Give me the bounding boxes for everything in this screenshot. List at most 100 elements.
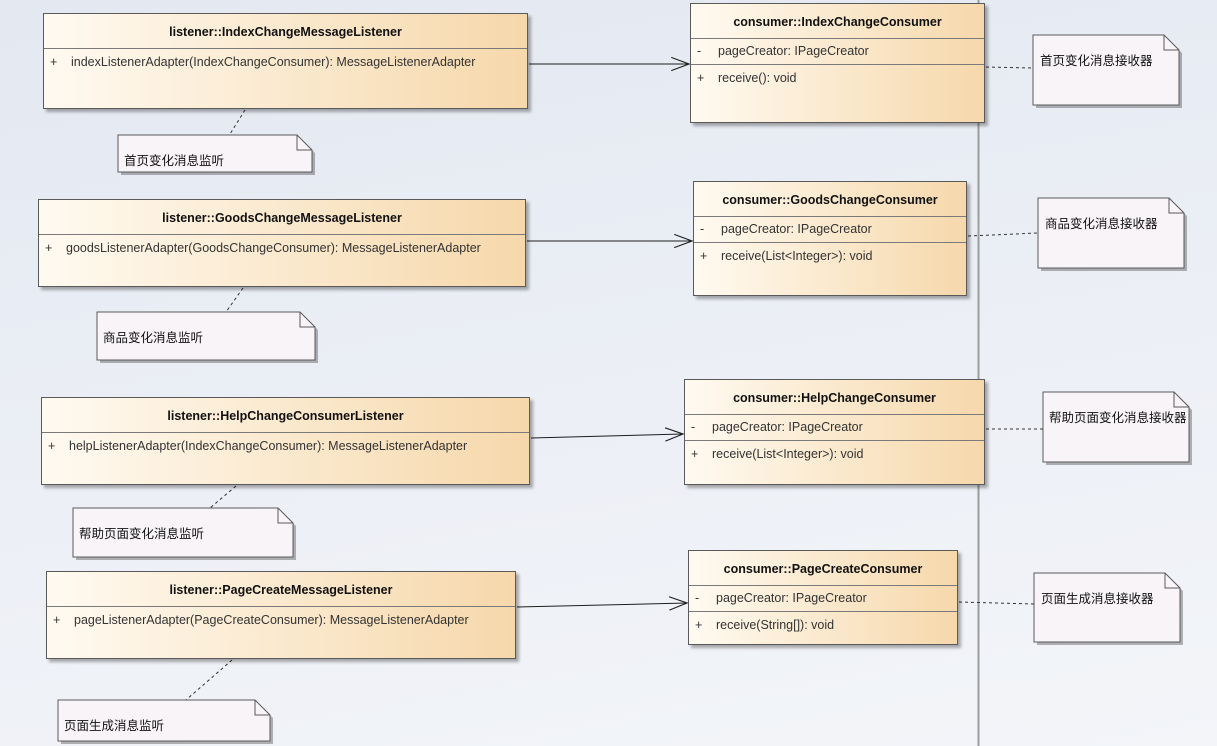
operation: + goodsListenerAdapter(GoodsChangeConsum…	[39, 239, 525, 257]
attribute: - pageCreator: IPageCreator	[694, 220, 966, 238]
note-text: 商品变化消息接收器	[1045, 217, 1158, 231]
note-link-page-listener[interactable]	[185, 659, 233, 701]
class-page-create-message-listener[interactable]: listener::PageCreateMessageListener + pa…	[46, 571, 516, 659]
note-link-page-consumer[interactable]	[958, 601, 1035, 605]
attributes-compartment: - pageCreator: IPageCreator	[691, 39, 984, 65]
visibility-public: +	[48, 439, 56, 453]
operations-compartment: + goodsListenerAdapter(GoodsChangeConsum…	[39, 235, 525, 257]
operation: + receive(String[]): void	[689, 616, 957, 634]
note-fold	[1163, 35, 1179, 51]
note-shape	[96, 311, 316, 361]
attributes-compartment: - pageCreator: IPageCreator	[685, 415, 984, 441]
note-shape-help-consumer	[1042, 391, 1192, 465]
note-shape-help-listener	[72, 507, 296, 560]
operation-signature: helpListenerAdapter(IndexChangeConsumer)…	[69, 439, 468, 453]
class-help-change-consumer-listener[interactable]: listener::HelpChangeConsumerListener + h…	[41, 397, 530, 485]
note-shape	[72, 507, 294, 558]
operation-signature: goodsListenerAdapter(GoodsChangeConsumer…	[66, 241, 481, 255]
operation-signature: receive(): void	[718, 71, 797, 85]
operations-compartment: + receive(List<Integer>): void	[685, 441, 984, 463]
class-title: consumer::IndexChangeConsumer	[691, 4, 984, 39]
operation-signature: receive(String[]): void	[716, 618, 835, 632]
note-text: 页面生成消息监听	[64, 719, 165, 733]
note-fold	[296, 135, 312, 151]
note-fold	[1173, 392, 1189, 408]
note-fold	[1164, 573, 1180, 589]
operation-signature: receive(List<Integer>): void	[721, 249, 873, 263]
note-page-consumer[interactable]: 页面生成消息接收器	[1034, 573, 1180, 642]
note-shape-index-consumer	[1032, 34, 1182, 108]
note-goods-listener[interactable]: 商品变化消息监听	[97, 312, 315, 360]
note-text: 帮助页面变化消息接收器	[1049, 411, 1187, 425]
attribute-signature: pageCreator: IPageCreator	[718, 44, 869, 58]
note-shape	[1037, 197, 1185, 269]
note-link-goods-listener[interactable]	[225, 287, 244, 313]
operation: + receive(List<Integer>): void	[694, 247, 966, 265]
attribute-signature: pageCreator: IPageCreator	[716, 591, 867, 605]
visibility-public: +	[50, 55, 58, 69]
class-title: listener::GoodsChangeMessageListener	[39, 200, 525, 235]
note-shape	[1032, 34, 1180, 106]
note-text: 首页变化消息监听	[124, 154, 225, 168]
attribute: - pageCreator: IPageCreator	[689, 589, 957, 607]
note-text: 页面生成消息接收器	[1041, 592, 1154, 606]
operation-signature: pageListenerAdapter(PageCreateConsumer):…	[74, 613, 469, 627]
class-title: listener::PageCreateMessageListener	[47, 572, 515, 607]
visibility-private: -	[695, 591, 700, 605]
attribute-signature: pageCreator: IPageCreator	[721, 222, 872, 236]
attributes-compartment: - pageCreator: IPageCreator	[689, 586, 957, 612]
association-arrow-help[interactable]	[530, 434, 683, 438]
note-index-listener[interactable]: 首页变化消息监听	[118, 135, 312, 172]
attribute: - pageCreator: IPageCreator	[685, 418, 984, 436]
visibility-public: +	[691, 447, 699, 461]
class-title: listener::HelpChangeConsumerListener	[42, 398, 529, 433]
operation-signature: indexListenerAdapter(IndexChangeConsumer…	[71, 55, 476, 69]
note-shape	[117, 134, 313, 173]
class-title: listener::IndexChangeMessageListener	[44, 14, 527, 49]
note-shape-page-listener	[57, 699, 273, 744]
note-link-help-listener[interactable]	[209, 485, 237, 509]
visibility-private: -	[691, 420, 696, 434]
class-page-create-consumer[interactable]: consumer::PageCreateConsumer - pageCreat…	[688, 550, 958, 645]
class-title: consumer::HelpChangeConsumer	[685, 380, 984, 415]
note-help-listener[interactable]: 帮助页面变化消息监听	[73, 508, 293, 557]
note-shape-index-listener	[117, 134, 315, 175]
attribute-signature: pageCreator: IPageCreator	[712, 420, 863, 434]
note-link-index-listener[interactable]	[229, 109, 246, 135]
attribute: - pageCreator: IPageCreator	[691, 42, 984, 60]
note-text: 帮助页面变化消息监听	[79, 527, 205, 541]
note-fold	[1168, 198, 1184, 214]
class-index-change-consumer[interactable]: consumer::IndexChangeConsumer - pageCrea…	[690, 3, 985, 123]
note-shape-goods-listener	[96, 311, 318, 363]
visibility-private: -	[700, 222, 705, 236]
visibility-public: +	[700, 249, 708, 263]
note-fold	[254, 700, 270, 716]
note-shape	[1033, 572, 1181, 643]
operation: + receive(List<Integer>): void	[685, 445, 984, 463]
operations-compartment: + helpListenerAdapter(IndexChangeConsume…	[42, 433, 529, 455]
class-title: consumer::GoodsChangeConsumer	[694, 182, 966, 217]
note-goods-consumer[interactable]: 商品变化消息接收器	[1038, 198, 1184, 268]
note-fold	[277, 508, 293, 524]
class-index-change-message-listener[interactable]: listener::IndexChangeMessageListener + i…	[43, 13, 528, 109]
class-goods-change-message-listener[interactable]: listener::GoodsChangeMessageListener + g…	[38, 199, 526, 287]
operations-compartment: + receive(): void	[691, 65, 984, 87]
note-link-index-consumer[interactable]	[985, 66, 1034, 69]
class-help-change-consumer[interactable]: consumer::HelpChangeConsumer - pageCreat…	[684, 379, 985, 485]
note-shape-goods-consumer	[1037, 197, 1187, 271]
visibility-private: -	[697, 44, 702, 58]
class-goods-change-consumer[interactable]: consumer::GoodsChangeConsumer - pageCrea…	[693, 181, 967, 296]
note-page-listener[interactable]: 页面生成消息监听	[58, 700, 270, 741]
note-shape	[1042, 391, 1190, 463]
operation: + indexListenerAdapter(IndexChangeConsum…	[44, 53, 527, 71]
visibility-public: +	[45, 241, 53, 255]
operation-signature: receive(List<Integer>): void	[712, 447, 864, 461]
visibility-public: +	[695, 618, 703, 632]
note-index-consumer[interactable]: 首页变化消息接收器	[1033, 35, 1179, 105]
operations-compartment: + indexListenerAdapter(IndexChangeConsum…	[44, 49, 527, 71]
visibility-public: +	[53, 613, 61, 627]
note-text: 商品变化消息监听	[103, 331, 204, 345]
association-arrow-page[interactable]	[516, 603, 687, 607]
note-help-consumer[interactable]: 帮助页面变化消息接收器	[1043, 392, 1189, 462]
